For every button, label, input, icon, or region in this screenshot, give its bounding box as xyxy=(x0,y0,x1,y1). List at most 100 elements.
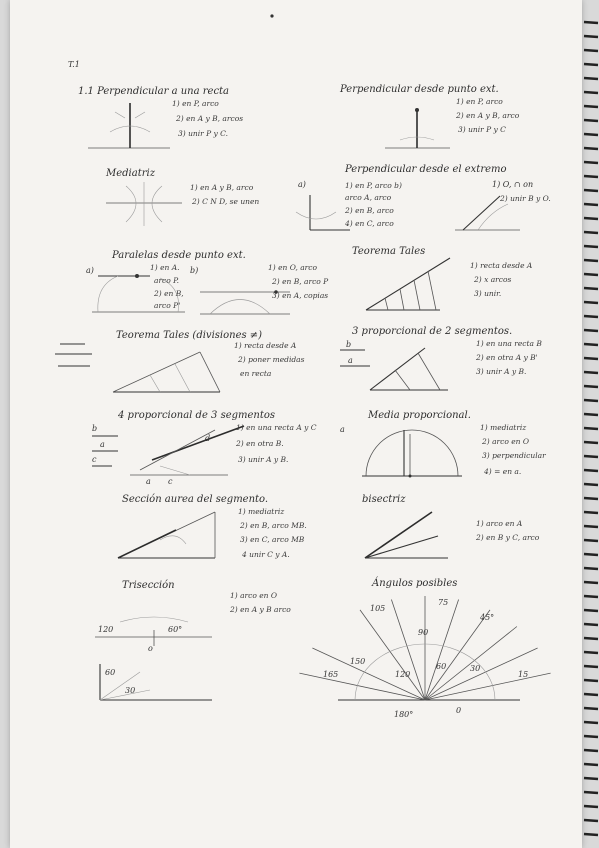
angle-ray xyxy=(359,609,426,701)
point-label: a xyxy=(146,477,151,486)
edge-tick xyxy=(583,90,599,95)
drawing-angulos-fan xyxy=(299,596,551,701)
edge-tick xyxy=(583,286,599,291)
step: 2) en B y C, arco xyxy=(476,533,540,542)
drawing-bisectriz xyxy=(364,511,448,559)
angle-label: 60° xyxy=(168,625,183,634)
title-mediatriz: Mediatriz xyxy=(106,168,155,179)
step: en recta xyxy=(240,369,272,378)
step: 1) mediatriz xyxy=(238,507,285,516)
step: 1) en P, arco xyxy=(172,99,219,108)
step: 2) C N D, se unen xyxy=(192,197,260,206)
edge-tick xyxy=(583,734,599,739)
edge-tick xyxy=(583,790,599,795)
notebook-page xyxy=(10,0,582,848)
angle-ray xyxy=(424,609,491,701)
drawing-tercera-prop xyxy=(340,347,448,391)
edge-tick xyxy=(583,328,599,333)
label-b: b) xyxy=(190,266,199,275)
edge-tick xyxy=(583,818,599,823)
page-label: T.1 xyxy=(68,60,80,69)
line-label: a xyxy=(340,425,345,434)
seg-label: a xyxy=(348,356,353,365)
edge-tick xyxy=(583,748,599,753)
edge-tick xyxy=(583,832,599,837)
title-paralelas: Paralelas desde punto ext. xyxy=(112,250,246,261)
edge-tick xyxy=(583,104,599,109)
edge-tick xyxy=(583,664,599,669)
step: arco A, arco xyxy=(345,193,392,202)
step: 2) en A y B, arcos xyxy=(176,114,244,123)
step: 1) en A. xyxy=(150,263,180,272)
edge-tick xyxy=(583,34,599,39)
edge-tick xyxy=(583,650,599,655)
step: 1) recta desde A xyxy=(470,261,533,270)
page-dot xyxy=(270,14,274,18)
edge-tick xyxy=(583,160,599,165)
title-perp-recta: 1.1 Perpendicular a una recta xyxy=(78,86,230,97)
edge-tick xyxy=(583,412,599,417)
edge-tick xyxy=(583,118,599,123)
step: 3) en C, arco MB xyxy=(240,535,305,544)
edge-tick xyxy=(583,174,599,179)
step: 4 unir C y A. xyxy=(242,550,290,559)
edge-tick xyxy=(583,566,599,571)
edge-tick xyxy=(583,538,599,543)
step: 2) arco en O xyxy=(482,437,530,446)
title-perp-extremo: Perpendicular desde el extremo xyxy=(345,164,507,175)
angle-label: 120 xyxy=(98,625,114,634)
angle-label: 75 xyxy=(438,598,449,607)
angle-label: 180° xyxy=(394,710,414,719)
step: 2) en B, xyxy=(154,289,184,298)
edge-tick xyxy=(583,776,599,781)
drawing-seccion-aurea xyxy=(117,511,216,559)
binder-edge xyxy=(583,20,599,837)
drawing-media-prop xyxy=(362,429,462,478)
title-tales: Teorema Tales xyxy=(352,246,426,257)
angle-label: 60 xyxy=(105,668,116,677)
seg-label: d xyxy=(205,434,211,443)
title-tercera-prop: 3 proporcional de 2 segmentos. xyxy=(352,326,513,337)
step: arco P. xyxy=(154,276,180,285)
edge-tick xyxy=(583,524,599,529)
edge-tick xyxy=(583,510,599,515)
edge-tick xyxy=(583,804,599,809)
edge-tick xyxy=(583,440,599,445)
step: 4) en C, arco xyxy=(345,219,394,228)
step: 1) recta desde A xyxy=(234,341,297,350)
edge-tick xyxy=(583,482,599,487)
angle-label: 105 xyxy=(370,604,386,613)
title-perp-punto: Perpendicular desde punto ext. xyxy=(340,84,499,95)
angle-label: 15 xyxy=(518,670,529,679)
step: 3) en A, copias xyxy=(272,291,329,300)
title-bisectriz: bisectriz xyxy=(362,494,406,505)
seg-label: c xyxy=(92,455,97,464)
point-label: c xyxy=(168,477,173,486)
edge-tick xyxy=(583,76,599,81)
edge-tick xyxy=(583,580,599,585)
drawing-perp-extremo xyxy=(295,195,520,231)
step: 2) unir B y O. xyxy=(500,194,551,203)
step: 1) mediatriz xyxy=(480,423,527,432)
drawing-triseccion xyxy=(95,616,212,701)
step: 2) en A y B, arco xyxy=(456,111,520,120)
angle-label: 120 xyxy=(395,670,411,679)
step: 2) en otra B. xyxy=(236,439,284,448)
step: 2) en otra A y B' xyxy=(476,353,538,362)
drawing-paralelas xyxy=(92,274,290,315)
label-a: a) xyxy=(86,266,94,275)
angle-ray xyxy=(424,599,459,701)
seg-label: a xyxy=(100,440,105,449)
seg-label: b xyxy=(92,424,98,433)
edge-tick xyxy=(583,132,599,137)
edge-tick xyxy=(583,594,599,599)
step: 1) en P, arco b) xyxy=(345,181,402,190)
edge-tick xyxy=(583,202,599,207)
angle-ray xyxy=(299,672,426,701)
step: 2) en B, arco xyxy=(345,206,394,215)
edge-tick xyxy=(583,216,599,221)
step: 1) en una recta A y C xyxy=(236,423,317,432)
step: 3) unir A y B. xyxy=(238,455,289,464)
edge-tick xyxy=(583,188,599,193)
